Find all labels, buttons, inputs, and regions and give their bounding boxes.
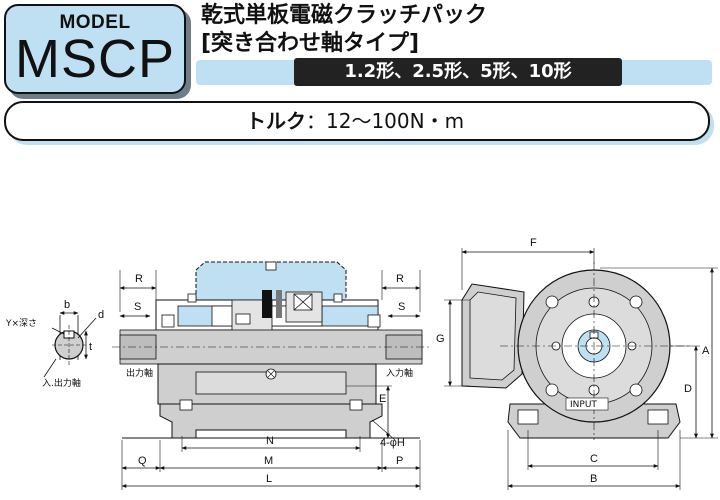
side-view: R S R S 出力軸 入力軸 E N M L Q P 4-φH — [112, 261, 430, 490]
dim-a: A — [702, 345, 710, 357]
dim-l: L — [266, 473, 272, 485]
dim-s-right: S — [398, 301, 405, 313]
dim-r-left: R — [135, 273, 143, 285]
dim-f: F — [530, 237, 537, 249]
dim-g: G — [436, 333, 445, 345]
key-b-label: b — [64, 299, 70, 311]
dim-d: D — [684, 383, 692, 395]
page-subtitle: [突き合わせ軸タイプ] — [201, 31, 420, 56]
dim-p: P — [396, 455, 403, 467]
model-label: MODEL — [59, 12, 131, 33]
dim-e: E — [379, 393, 386, 405]
dim-n: N — [266, 435, 274, 447]
dim-c: C — [590, 453, 598, 465]
dim-r-right: R — [396, 273, 404, 285]
keyway-depth-label: Y×深さ — [5, 318, 37, 329]
dim-b: B — [590, 473, 597, 485]
key-t-label: t — [89, 341, 92, 353]
page-title: 乾式単板電磁クラッチパック — [201, 3, 488, 28]
dim-q: Q — [138, 455, 147, 467]
dim-s-left: S — [134, 301, 141, 313]
input-shaft-label: 入力軸 — [386, 367, 413, 379]
torque-text: トルク：12〜100N・m — [246, 105, 464, 137]
output-shaft-label: 出力軸 — [126, 367, 153, 379]
torque-value: ：12〜100N・m — [306, 109, 465, 133]
torque-label: トルク — [246, 109, 306, 133]
front-view: INPUT F G A D C B — [436, 237, 718, 490]
key-d-label: d — [98, 309, 104, 321]
shaft-note-label: 入.出力軸 — [42, 377, 81, 389]
dim-h: 4-φH — [380, 437, 405, 449]
keyway-detail: Y×深さ b d t 入.出力軸 — [5, 299, 104, 389]
model-code: MSCP — [14, 29, 175, 89]
dim-m: M — [264, 455, 273, 467]
input-plate-label: INPUT — [570, 400, 597, 410]
torque-banner: トルク：12〜100N・m — [4, 101, 710, 141]
sizes-bar: 1.2形、2.5形、5形、10形 — [294, 58, 622, 86]
model-badge: MODEL MSCP — [4, 4, 186, 94]
